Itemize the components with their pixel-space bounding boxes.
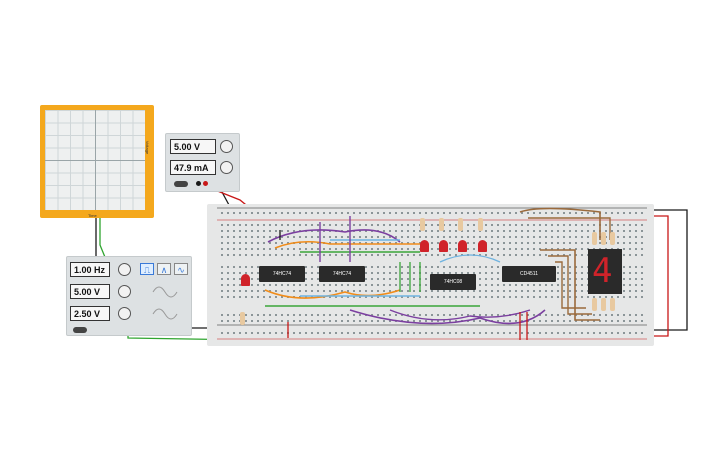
oscilloscope[interactable]: Voltage Time <box>40 105 154 218</box>
display-digit: 4 <box>592 251 613 291</box>
resistor[interactable] <box>439 218 444 231</box>
offset-wave-icon <box>152 308 178 320</box>
seven-segment-display[interactable]: 4 <box>588 249 622 294</box>
led-red[interactable] <box>478 240 487 252</box>
psu-power-toggle[interactable] <box>174 181 188 187</box>
triangle-wave-icon[interactable]: ∧ <box>157 263 171 275</box>
sine-wave-icon[interactable]: ∿ <box>174 263 188 275</box>
resistor[interactable] <box>458 218 463 231</box>
fg-amplitude-knob[interactable] <box>118 285 131 298</box>
resistor[interactable] <box>478 218 483 231</box>
resistor[interactable] <box>610 232 615 245</box>
function-generator[interactable]: 1.00 Hz 5.00 V 2.50 V ⎍ ∧ ∿ <box>66 256 192 336</box>
psu-current-readout: 47.9 mA <box>170 160 216 175</box>
led-red[interactable] <box>241 274 250 286</box>
chip-74hc08[interactable]: 74HC08 <box>430 274 476 290</box>
scope-time-label: Time <box>88 213 97 218</box>
led-red[interactable] <box>420 240 429 252</box>
scope-y-axis <box>95 110 96 210</box>
resistor[interactable] <box>610 298 615 311</box>
chip-74hc74-2[interactable]: 74HC74 <box>319 266 365 282</box>
fg-offset-readout: 2.50 V <box>70 306 110 321</box>
resistor[interactable] <box>601 298 606 311</box>
psu-positive-terminal[interactable] <box>203 181 208 186</box>
resistor[interactable] <box>240 312 245 325</box>
resistor[interactable] <box>420 218 425 231</box>
resistor[interactable] <box>592 298 597 311</box>
fg-power-toggle[interactable] <box>73 327 87 333</box>
psu-voltage-knob[interactable] <box>220 140 233 153</box>
square-wave-icon[interactable]: ⎍ <box>140 263 154 275</box>
power-supply[interactable]: 5.00 V 47.9 mA <box>165 133 240 192</box>
chip-74hc74-1[interactable]: 74HC74 <box>259 266 305 282</box>
psu-voltage-readout: 5.00 V <box>170 139 216 154</box>
resistor[interactable] <box>592 232 597 245</box>
fg-frequency-readout: 1.00 Hz <box>70 262 110 277</box>
fg-offset-knob[interactable] <box>118 307 131 320</box>
chip-cd4511[interactable]: CD4511 <box>502 266 556 282</box>
fg-frequency-knob[interactable] <box>118 263 131 276</box>
wire-black <box>628 209 688 331</box>
led-red[interactable] <box>439 240 448 252</box>
psu-current-knob[interactable] <box>220 161 233 174</box>
resistor[interactable] <box>601 232 606 245</box>
psu-negative-terminal[interactable] <box>196 181 201 186</box>
fg-amplitude-readout: 5.00 V <box>70 284 110 299</box>
led-red[interactable] <box>458 240 467 252</box>
amplitude-wave-icon <box>152 286 178 298</box>
